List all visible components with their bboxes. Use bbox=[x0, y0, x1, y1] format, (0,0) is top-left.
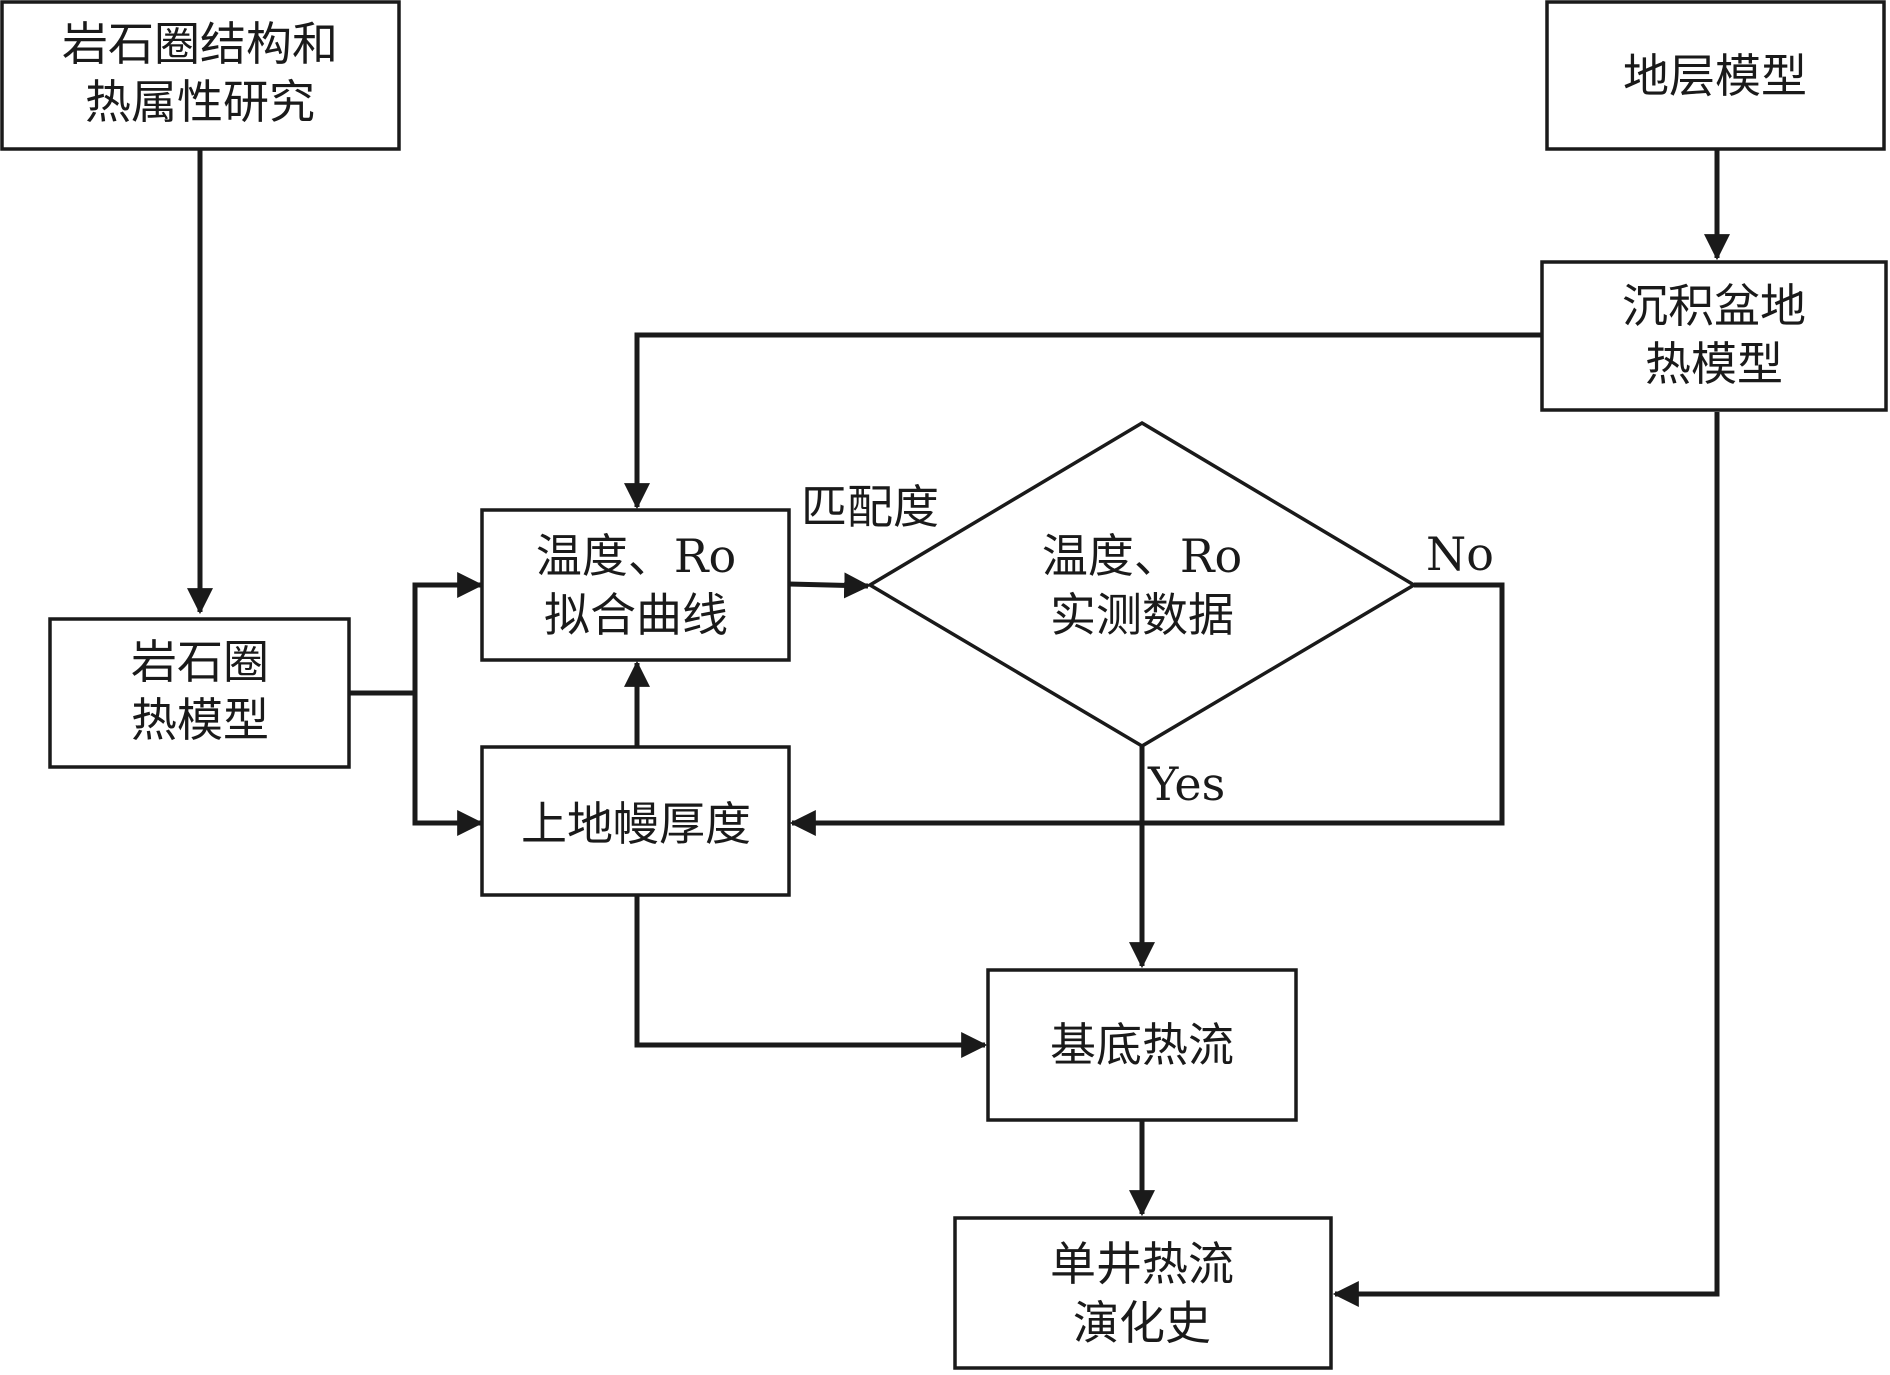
node-upper-mantle-thickness: 上地幔厚度 bbox=[480, 745, 791, 897]
node-label: 温度、Ro bbox=[536, 529, 736, 583]
node-label: 温度、Ro bbox=[1042, 529, 1242, 583]
edge-fitting-curve-to-decision bbox=[788, 572, 871, 599]
node-label: 热模型 bbox=[1645, 337, 1783, 391]
edge-label-no: No bbox=[1426, 527, 1494, 581]
edge-mantle-to-basal-flow bbox=[634, 896, 988, 1058]
node-measured-data-decision: 温度、Ro 实测数据 bbox=[866, 420, 1418, 749]
node-strata-model: 地层模型 bbox=[1545, 0, 1886, 151]
node-lithosphere-thermal-model: 岩石圈 热模型 bbox=[48, 617, 351, 769]
edge-basin-to-well-history bbox=[1332, 412, 1720, 1307]
edge-basin-to-fitting-curve bbox=[624, 332, 1544, 510]
node-label: 拟合曲线 bbox=[544, 588, 728, 642]
node-label: 热属性研究 bbox=[85, 75, 315, 129]
node-label: 演化史 bbox=[1073, 1296, 1211, 1350]
edge-label-match-degree: 匹配度 bbox=[801, 480, 939, 534]
node-fitting-curve: 温度、Ro 拟合曲线 bbox=[480, 508, 791, 662]
edge-lithosphere-to-mantle-thickness bbox=[412, 693, 484, 836]
node-basal-heat-flow: 基底热流 bbox=[986, 968, 1298, 1122]
node-label: 岩石圈 bbox=[131, 635, 269, 689]
node-label: 地层模型 bbox=[1623, 49, 1807, 103]
edge-lithosphere-to-fitting-curve bbox=[412, 572, 484, 693]
node-label: 上地幔厚度 bbox=[521, 797, 751, 851]
edge-decision-no-to-mantle bbox=[789, 582, 1505, 836]
node-basin-thermal-model: 沉积盆地 热模型 bbox=[1540, 260, 1888, 412]
node-label: 沉积盆地 bbox=[1622, 279, 1806, 333]
node-label: 单井热流 bbox=[1050, 1237, 1234, 1291]
node-single-well-history: 单井热流 演化史 bbox=[953, 1216, 1333, 1370]
node-label: 岩石圈结构和 bbox=[62, 17, 338, 71]
node-label: 热模型 bbox=[131, 693, 269, 747]
node-label: 基底热流 bbox=[1050, 1018, 1234, 1072]
node-label: 实测数据 bbox=[1050, 588, 1234, 642]
edge-label-yes: Yes bbox=[1147, 757, 1225, 811]
node-lithosphere-research: 岩石圈结构和 热属性研究 bbox=[0, 0, 401, 151]
connectors bbox=[187, 150, 1730, 1307]
